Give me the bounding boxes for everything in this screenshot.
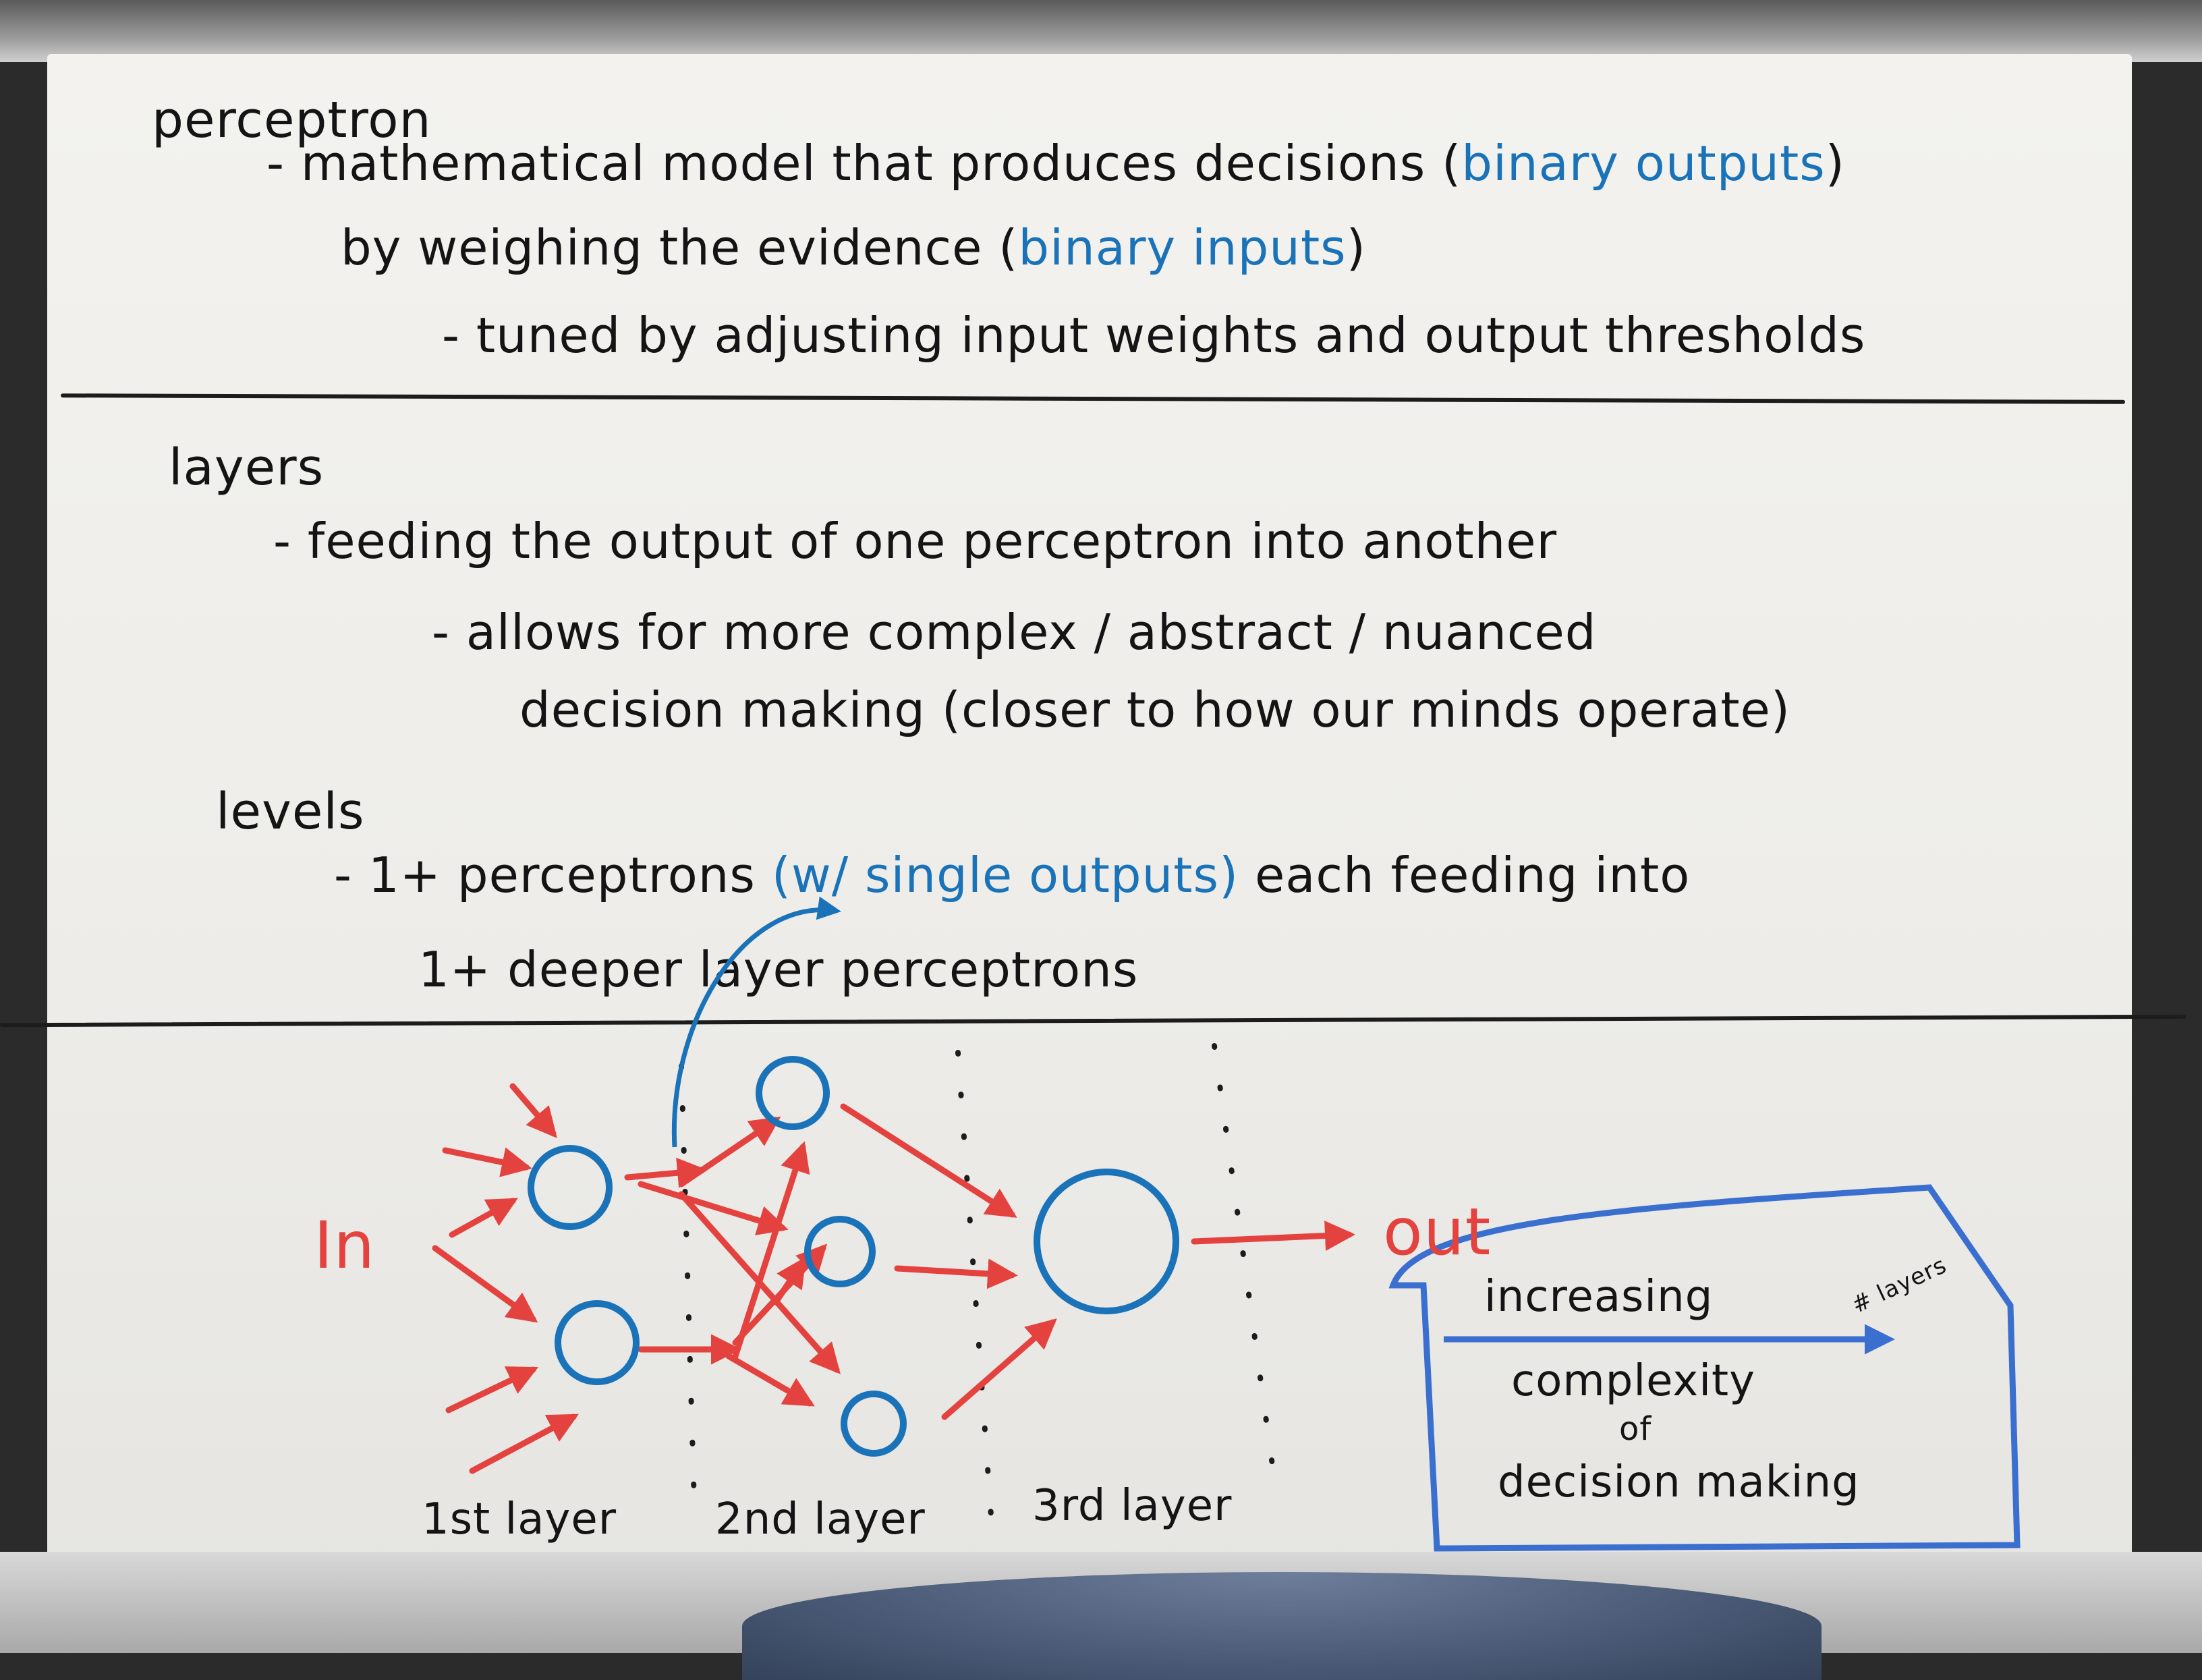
l1-arrow-a bbox=[624, 1157, 708, 1188]
layer-1-label: 1st layer bbox=[422, 1494, 617, 1544]
eraser-cloth bbox=[742, 1572, 1822, 1680]
whiteboard bbox=[47, 54, 2132, 1586]
levels-heading: levels bbox=[216, 783, 365, 841]
perceptron-line-2: by weighing the evidence (binary inputs) bbox=[341, 219, 1366, 276]
out-label: out bbox=[1383, 1194, 1492, 1270]
l1-arrow-c bbox=[678, 1116, 781, 1187]
l1-arrow-f bbox=[725, 1353, 815, 1407]
layers-line-1: - feeding the output of one perceptron i… bbox=[273, 513, 1558, 569]
input-arrow-4 bbox=[432, 1245, 538, 1323]
perceptron-line-2-text: by weighing the evidence ( bbox=[341, 219, 1019, 276]
input-arrow-3 bbox=[449, 1198, 518, 1238]
perceptron-line-3: - tuned by adjusting input weights and o… bbox=[442, 307, 1866, 364]
layer-3-label: 3rd layer bbox=[1032, 1481, 1233, 1531]
single-outputs-text: (w/ single outputs) bbox=[771, 847, 1239, 903]
perceptron-line-1: - mathematical model that produces decis… bbox=[266, 135, 1845, 192]
in-label: In bbox=[314, 1208, 376, 1283]
node-l3 bbox=[1034, 1169, 1179, 1314]
node-l2-a bbox=[756, 1056, 830, 1130]
node-l1-a bbox=[528, 1145, 613, 1230]
levels-line-1-suffix: each feeding into bbox=[1254, 847, 1691, 903]
box-line-4: decision making bbox=[1498, 1457, 1860, 1507]
layers-line-3: decision making (closer to how our minds… bbox=[519, 681, 1790, 738]
node-l1-b bbox=[555, 1300, 640, 1385]
box-line-3: of bbox=[1619, 1410, 1652, 1448]
layer-2-label: 2nd layer bbox=[715, 1494, 926, 1544]
separator-1 bbox=[679, 1063, 698, 1528]
perceptron-line-2-close: ) bbox=[1346, 219, 1366, 276]
l2-arrow-a bbox=[840, 1103, 1017, 1218]
levels-line-2: 1+ deeper layer perceptrons bbox=[418, 941, 1139, 998]
perceptron-line-1-text: - mathematical model that produces decis… bbox=[266, 135, 1462, 192]
separator-3 bbox=[1212, 1043, 1278, 1487]
layers-heading: layers bbox=[169, 439, 324, 497]
board-frame-top bbox=[0, 0, 2202, 62]
input-arrow-5 bbox=[445, 1366, 539, 1413]
single-output-pointer bbox=[671, 896, 841, 1148]
l1-arrow-i bbox=[732, 1141, 810, 1360]
levels-line-1-text: - 1+ perceptrons bbox=[334, 847, 756, 903]
input-arrow-2 bbox=[442, 1147, 532, 1177]
binary-outputs-text: binary outputs bbox=[1461, 135, 1826, 192]
box-line-2: complexity bbox=[1511, 1356, 1755, 1406]
separator-2 bbox=[955, 1050, 994, 1528]
input-arrow-6 bbox=[469, 1413, 579, 1474]
input-arrow-1 bbox=[509, 1083, 557, 1138]
perceptron-heading: perceptron bbox=[152, 91, 432, 149]
box-line-1: increasing bbox=[1484, 1272, 1714, 1322]
levels-line-1: - 1+ perceptrons (w/ single outputs) eac… bbox=[334, 847, 1690, 903]
binary-inputs-text: binary inputs bbox=[1018, 219, 1347, 276]
l2-arrow-b bbox=[894, 1258, 1018, 1289]
perceptron-line-1-close: ) bbox=[1825, 135, 1845, 192]
node-l2-c bbox=[841, 1391, 907, 1457]
out-arrow bbox=[1191, 1221, 1355, 1252]
l1-arrow-h bbox=[772, 1256, 806, 1306]
l1-arrow-b bbox=[638, 1181, 789, 1235]
node-l2-b bbox=[804, 1216, 876, 1287]
l2-arrow-c bbox=[941, 1318, 1057, 1420]
nodes bbox=[528, 1056, 1179, 1457]
complexity-box bbox=[1388, 1184, 2021, 1552]
layers-line-2: - allows for more complex / abstract / n… bbox=[432, 604, 1597, 661]
red-arrows bbox=[432, 1083, 1355, 1474]
